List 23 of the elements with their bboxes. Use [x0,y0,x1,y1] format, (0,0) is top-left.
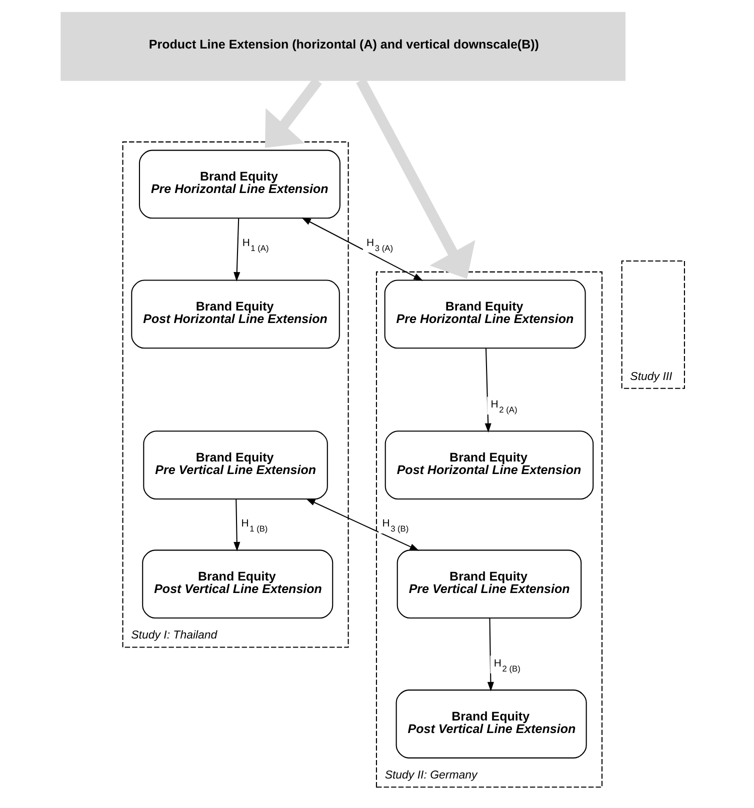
arrow [234,218,240,282]
node-box: Brand Equity Post Vertical Line Extension [142,550,334,619]
node-box: Brand Equity Post Vertical Line Extension [396,690,587,758]
node-box: Brand Equity Post Horizontal Line Extension [384,430,594,500]
arrow [306,498,420,551]
node-box: Brand Equity Pre Vertical Line Extension [143,430,328,500]
node-box: Brand Equity Pre Horizontal Line Extension [138,150,340,219]
edge-label: H$_{1 (B)}$ [241,518,268,534]
arrow [487,618,494,692]
node-box: Product Line Extension (horizontal (A) and vertical downscale(B)) [60,12,626,81]
node-box: Study III [621,260,685,389]
node-box: Brand Equity Post Horizontal Line Extension [131,280,340,349]
arrow [264,78,322,148]
edge-label: H$_{1 (A)}$ [242,238,269,253]
arrow [234,499,240,552]
edge-label: H$_{2 (B)}$ [494,658,520,674]
arrow [356,78,476,279]
arrow [302,217,424,281]
node-box: Brand Equity Pre Vertical Line Extension [396,550,582,619]
edge-label: H$_{3 (B)}$ [382,518,409,534]
edge-label: H$_{2 (A)}$ [490,400,518,415]
node-box: Brand Equity Pre Horizontal Line Extension [384,280,586,349]
edge-label: H$_{3 (A)}$ [366,238,394,253]
